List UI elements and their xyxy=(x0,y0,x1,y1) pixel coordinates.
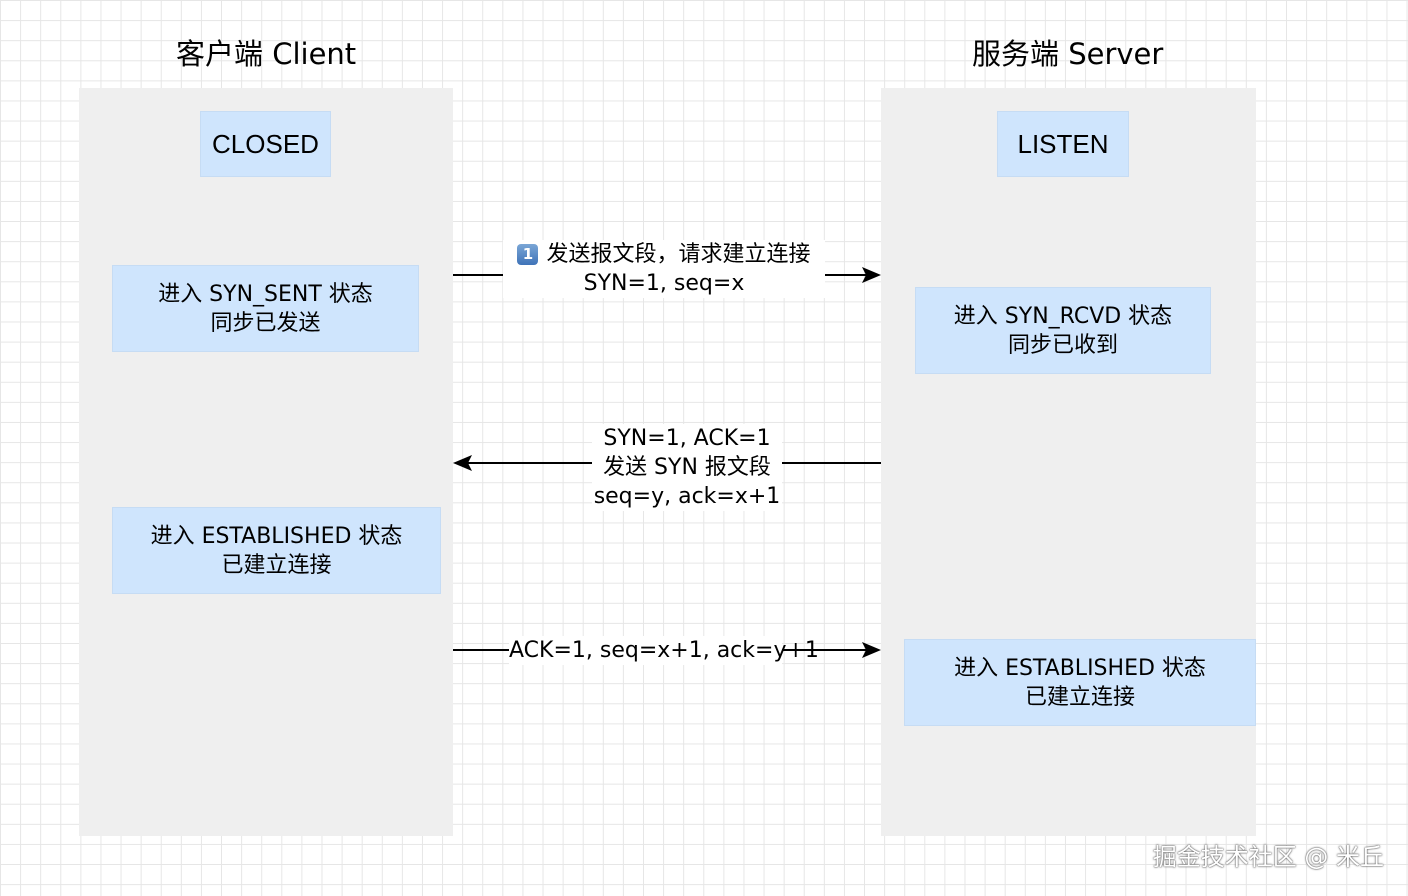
msg-ack: ACK=1, seq=x+1, ack=y+1 xyxy=(509,636,819,665)
msg-syn-line2: SYN=1, seq=x xyxy=(583,271,745,296)
server-syn-rcvd-line2: 同步已收到 xyxy=(1007,332,1118,358)
msg-synack-line1: SYN=1, ACK=1 xyxy=(603,426,771,451)
server-title: 服务端 Server xyxy=(972,37,1164,71)
client-state-label: CLOSED xyxy=(212,128,319,159)
client-lane xyxy=(79,88,453,836)
msg-syn: 1 发送报文段，请求建立连接 SYN=1, seq=x xyxy=(503,240,825,298)
client-established-box: 进入 ESTABLISHED 状态 已建立连接 xyxy=(112,507,441,594)
server-syn-rcvd-box: 进入 SYN_RCVD 状态 同步已收到 xyxy=(915,287,1211,374)
arrow-syn-head xyxy=(862,267,881,283)
server-state-label: LISTEN xyxy=(1017,128,1109,159)
client-syn-sent-line2: 同步已发送 xyxy=(210,310,321,336)
msg-synack: SYN=1, ACK=1 发送 SYN 报文段 seq=y, ack=x+1 xyxy=(592,424,782,511)
server-established-box: 进入 ESTABLISHED 状态 已建立连接 xyxy=(904,639,1256,726)
client-syn-sent-box: 进入 SYN_SENT 状态 同步已发送 xyxy=(112,265,419,352)
msg-syn-text: 发送报文段，请求建立连接 xyxy=(546,242,811,267)
keycap-one-icon: 1 xyxy=(517,244,539,265)
msg-syn-line1: 1 发送报文段，请求建立连接 xyxy=(503,240,825,269)
msg-synack-line2: 发送 SYN 报文段 xyxy=(603,455,771,480)
arrow-ack-head xyxy=(862,642,881,658)
watermark: 掘金技术社区 @ 米丘 xyxy=(1152,843,1384,871)
server-established-line2: 已建立连接 xyxy=(1024,684,1135,710)
client-established-line2: 已建立连接 xyxy=(221,552,332,578)
client-state-closed: CLOSED xyxy=(200,111,331,177)
server-established-line1: 进入 ESTABLISHED 状态 xyxy=(954,655,1206,681)
arrow-synack-head xyxy=(453,455,472,471)
server-syn-rcvd-line1: 进入 SYN_RCVD 状态 xyxy=(953,303,1173,329)
msg-ack-line1: ACK=1, seq=x+1, ack=y+1 xyxy=(509,638,819,663)
client-established-line1: 进入 ESTABLISHED 状态 xyxy=(150,523,403,549)
server-state-listen: LISTEN xyxy=(997,111,1129,177)
client-title: 客户端 Client xyxy=(176,37,357,71)
client-syn-sent-line1: 进入 SYN_SENT 状态 xyxy=(158,281,373,307)
msg-synack-line3: seq=y, ack=x+1 xyxy=(593,484,781,509)
